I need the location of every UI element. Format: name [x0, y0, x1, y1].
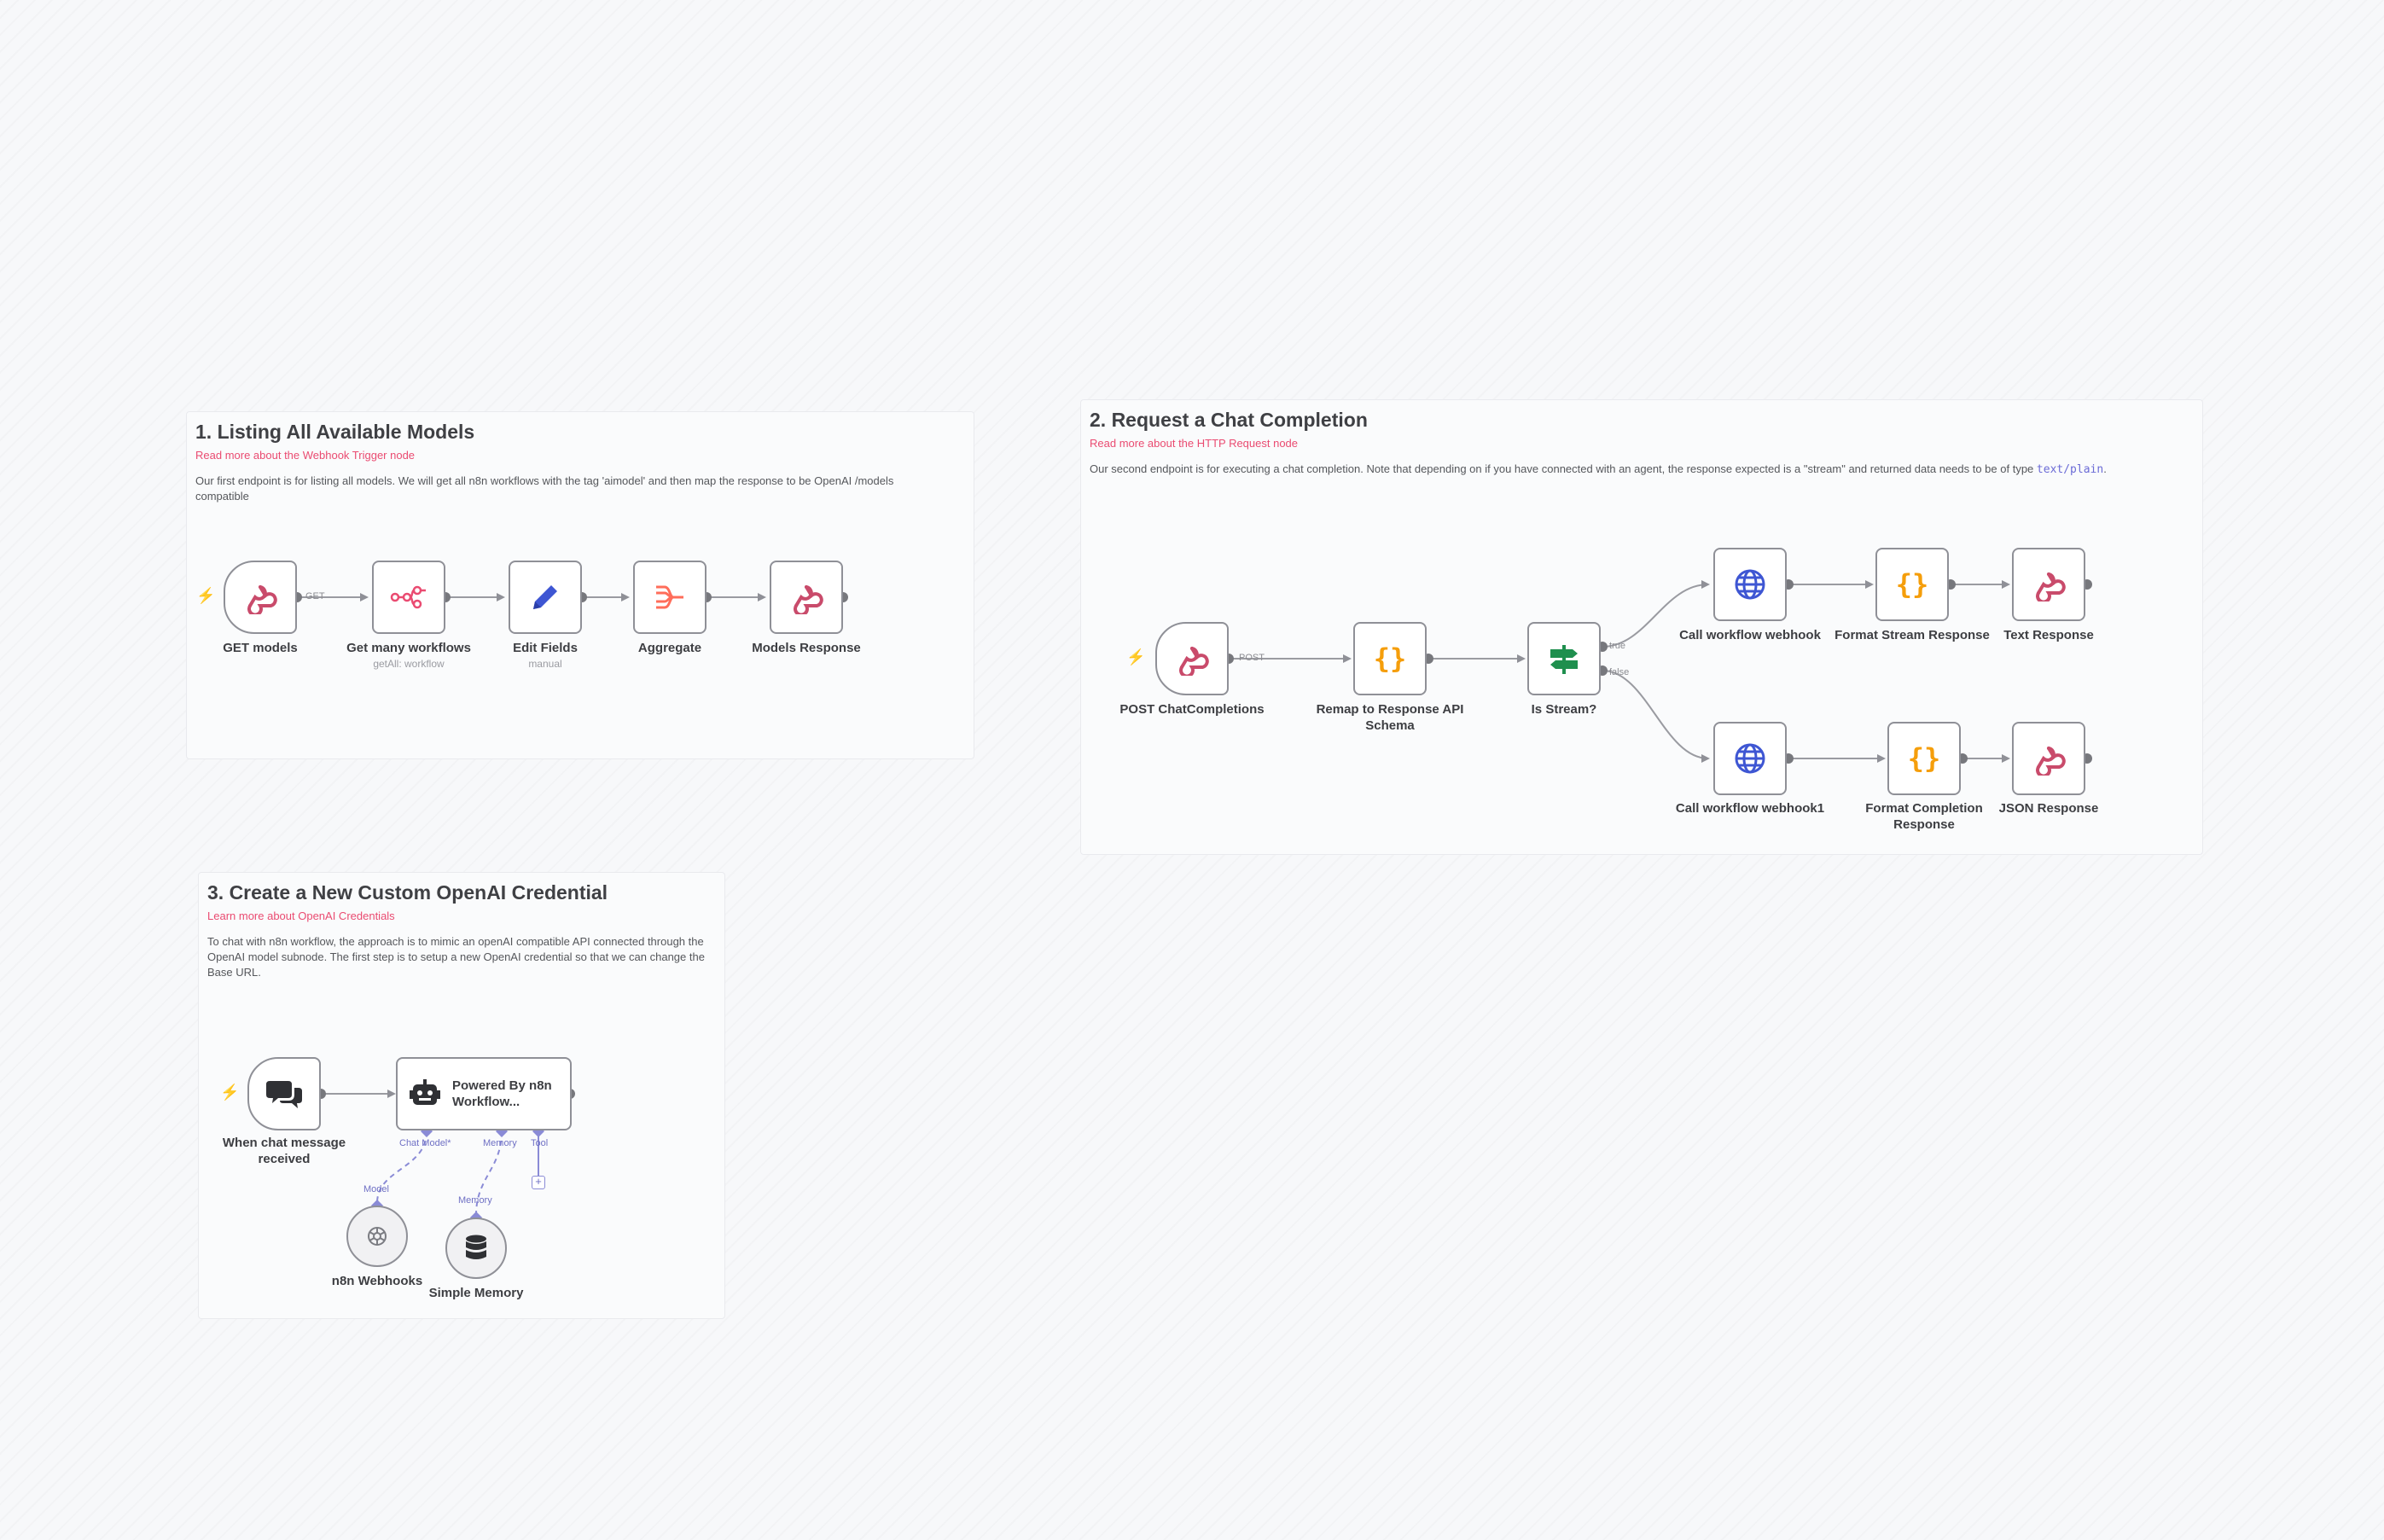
node-aggregate[interactable] — [633, 561, 706, 634]
note-link[interactable]: Learn more about OpenAI Credentials — [207, 909, 395, 922]
edge-label-get: GET — [305, 591, 325, 601]
trigger-bolt-icon: ⚡ — [220, 1084, 240, 1101]
webhook-icon — [794, 585, 823, 614]
node-label: Call workflow webhook — [1679, 628, 1821, 642]
note-code: text/plain — [2036, 463, 2104, 476]
webhook-icon — [2036, 747, 2066, 776]
node-format-completion-response[interactable]: {} — [1887, 722, 1961, 795]
node-edit-fields[interactable] — [509, 561, 582, 634]
trigger-bolt-icon: ⚡ — [196, 587, 216, 604]
node-json-response[interactable] — [2012, 722, 2085, 795]
webhook-icon — [1179, 647, 1209, 676]
signpost-icon — [1550, 645, 1578, 674]
node-label: Aggregate — [637, 641, 702, 655]
node-ai-agent[interactable]: Powered By n8n Workflow... — [396, 1057, 572, 1130]
node-label: Is Stream? — [1531, 702, 1597, 717]
node-label: GET models — [223, 641, 298, 655]
edge-label-post: POST — [1239, 653, 1265, 663]
node-text-response[interactable] — [2012, 548, 2085, 621]
globe-icon — [1735, 743, 1765, 774]
node-call-workflow-webhook[interactable] — [1713, 548, 1787, 621]
robot-icon — [410, 1079, 440, 1105]
node-remap-response[interactable]: {} — [1353, 622, 1427, 695]
note-title: 3. Create a New Custom OpenAI Credential — [207, 881, 608, 904]
code-braces-icon: {} — [1896, 568, 1929, 601]
node-call-workflow-webhook1[interactable] — [1713, 722, 1787, 795]
node-label: Simple Memory — [428, 1286, 524, 1300]
node-chat-trigger[interactable] — [247, 1057, 321, 1130]
branch-label-true: true — [1609, 641, 1625, 651]
webhook-icon — [2036, 572, 2066, 601]
node-label: Powered By n8n Workflow... — [452, 1078, 552, 1109]
port-label-model: Model — [363, 1184, 389, 1194]
node-label: Text Response — [2003, 628, 2094, 642]
node-label: Edit Fields — [513, 641, 578, 655]
chat-bubbles-icon — [266, 1081, 302, 1108]
node-label: POST ChatCompletions — [1119, 702, 1265, 717]
node-label: When chat message received — [222, 1136, 346, 1166]
node-simple-memory[interactable] — [445, 1217, 507, 1279]
node-get-models[interactable] — [224, 561, 297, 634]
note-link[interactable]: Read more about the Webhook Trigger node — [195, 449, 416, 462]
node-n8n-webhooks-model[interactable] — [346, 1206, 408, 1267]
node-label: Models Response — [752, 641, 861, 655]
port-label-tool: Tool — [531, 1138, 549, 1148]
node-label: Remap to Response API Schema — [1316, 702, 1464, 733]
node-label: Format Completion Response — [1865, 801, 1983, 832]
pencil-icon — [533, 585, 557, 609]
node-sublabel: manual — [528, 658, 562, 670]
node-models-response[interactable] — [770, 561, 843, 634]
node-format-stream-response[interactable]: {} — [1875, 548, 1949, 621]
note-description: Our second endpoint is for executing a c… — [1090, 462, 2194, 478]
note-description-end: . — [2103, 462, 2107, 475]
svg-text:{}: {} — [1896, 568, 1929, 601]
n8n-workflow-icon — [390, 585, 426, 609]
node-sublabel: getAll: workflow — [373, 658, 445, 670]
node-post-chatcompletions[interactable] — [1155, 622, 1229, 695]
code-braces-icon: {} — [1908, 742, 1941, 775]
port-label-chat-model: Chat Model* — [399, 1138, 451, 1148]
openai-icon — [368, 1227, 387, 1246]
trigger-bolt-icon: ⚡ — [1126, 648, 1146, 665]
port-label-memory-sub: Memory — [458, 1195, 492, 1206]
webhook-icon — [247, 585, 277, 614]
note-description: To chat with n8n workflow, the approach … — [207, 935, 705, 979]
node-label: Format Stream Response — [1835, 628, 1990, 642]
note-link[interactable]: Read more about the HTTP Request node — [1090, 437, 1299, 450]
node-is-stream[interactable] — [1527, 622, 1601, 695]
node-label: Call workflow webhook1 — [1675, 801, 1825, 816]
note-description-text: Our second endpoint is for executing a c… — [1090, 462, 2034, 475]
note-title: 1. Listing All Available Models — [195, 421, 475, 443]
node-label: n8n Webhooks — [331, 1274, 423, 1288]
branch-label-false: false — [1609, 667, 1630, 677]
svg-text:{}: {} — [1374, 642, 1407, 675]
note-title: 2. Request a Chat Completion — [1090, 409, 1368, 431]
add-tool-plus-icon[interactable]: + — [532, 1176, 545, 1189]
sticky-note-listing-models[interactable]: 1. Listing All Available Models Read mor… — [186, 411, 974, 759]
svg-text:{}: {} — [1908, 742, 1941, 775]
node-label: JSON Response — [1998, 801, 2099, 816]
code-braces-icon: {} — [1374, 642, 1407, 675]
aggregate-icon — [656, 585, 683, 609]
database-icon — [466, 1235, 486, 1259]
port-label-memory: Memory — [483, 1138, 517, 1148]
note-description: Our first endpoint is for listing all mo… — [195, 474, 894, 503]
node-label: Get many workflows — [346, 641, 471, 655]
globe-icon — [1735, 569, 1765, 600]
node-get-many-workflows[interactable] — [372, 561, 445, 634]
